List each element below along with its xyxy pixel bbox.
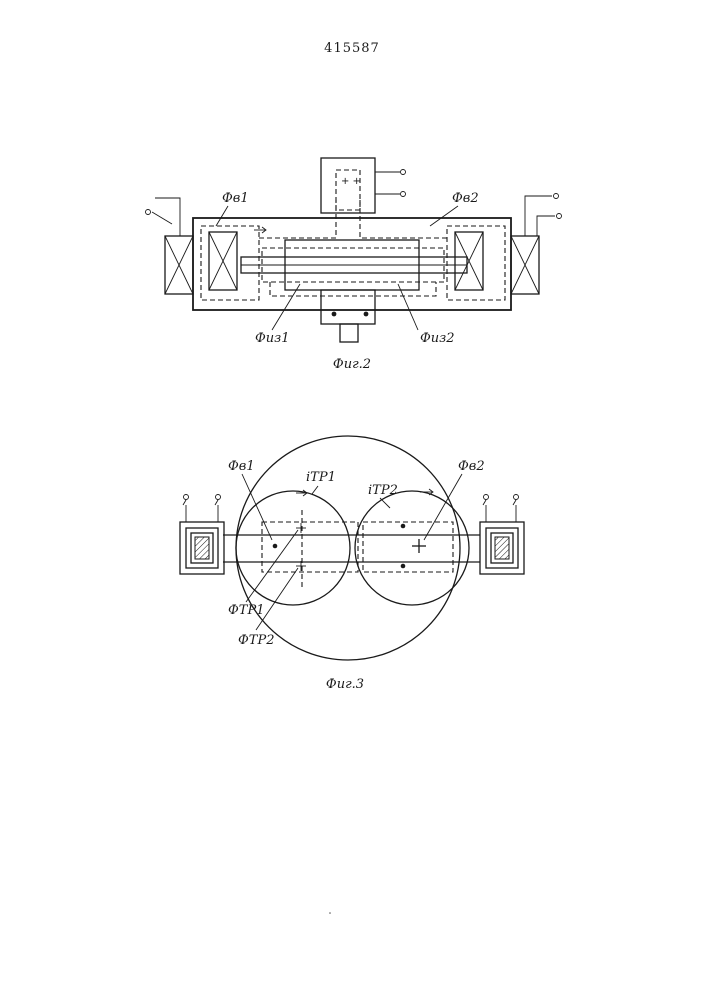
bottom-terminal-block (321, 290, 375, 324)
patent-number: 415587 (324, 41, 380, 56)
figure-3: Фв1 Фв2 iТР1 iТР2 ФТР1 ФТР2 Фиг.3 (180, 436, 524, 692)
fig2-caption: Фиг.2 (333, 357, 371, 372)
fig3-label-phi-tr2: ФТР2 (238, 633, 274, 648)
right-coil-box (480, 495, 524, 575)
fig3-label-i-tr1: iТР1 (306, 470, 336, 485)
left-coil-leads (146, 198, 181, 236)
figure-2: + + (146, 158, 562, 372)
outer-housing-circle (236, 436, 460, 660)
flux-rect-2 (363, 522, 453, 572)
svg-text:+ +: + + (341, 176, 361, 187)
label-phi-iz1: Физ1 (255, 331, 290, 346)
label-phi-v2: Фв2 (452, 191, 479, 206)
right-coil-leads (525, 194, 562, 237)
rotor-circle-2 (355, 491, 469, 605)
flux-paths (201, 200, 505, 300)
label-phi-iz2: Физ2 (420, 331, 455, 346)
top-terminal-leads (375, 170, 406, 197)
left-coil-box (180, 495, 224, 575)
label-phi-v1: Фв1 (222, 191, 249, 206)
rotor-circle-1 (236, 491, 350, 605)
fig3-caption: Фиг.3 (326, 677, 364, 692)
bottom-stub (340, 324, 358, 342)
fig3-label-phi-v1: Фв1 (228, 459, 255, 474)
fig3-label-i-tr2: iТР2 (368, 483, 398, 498)
fig3-label-phi-v2: Фв2 (458, 459, 485, 474)
fig3-label-phi-tr1: ФТР1 (228, 603, 264, 618)
